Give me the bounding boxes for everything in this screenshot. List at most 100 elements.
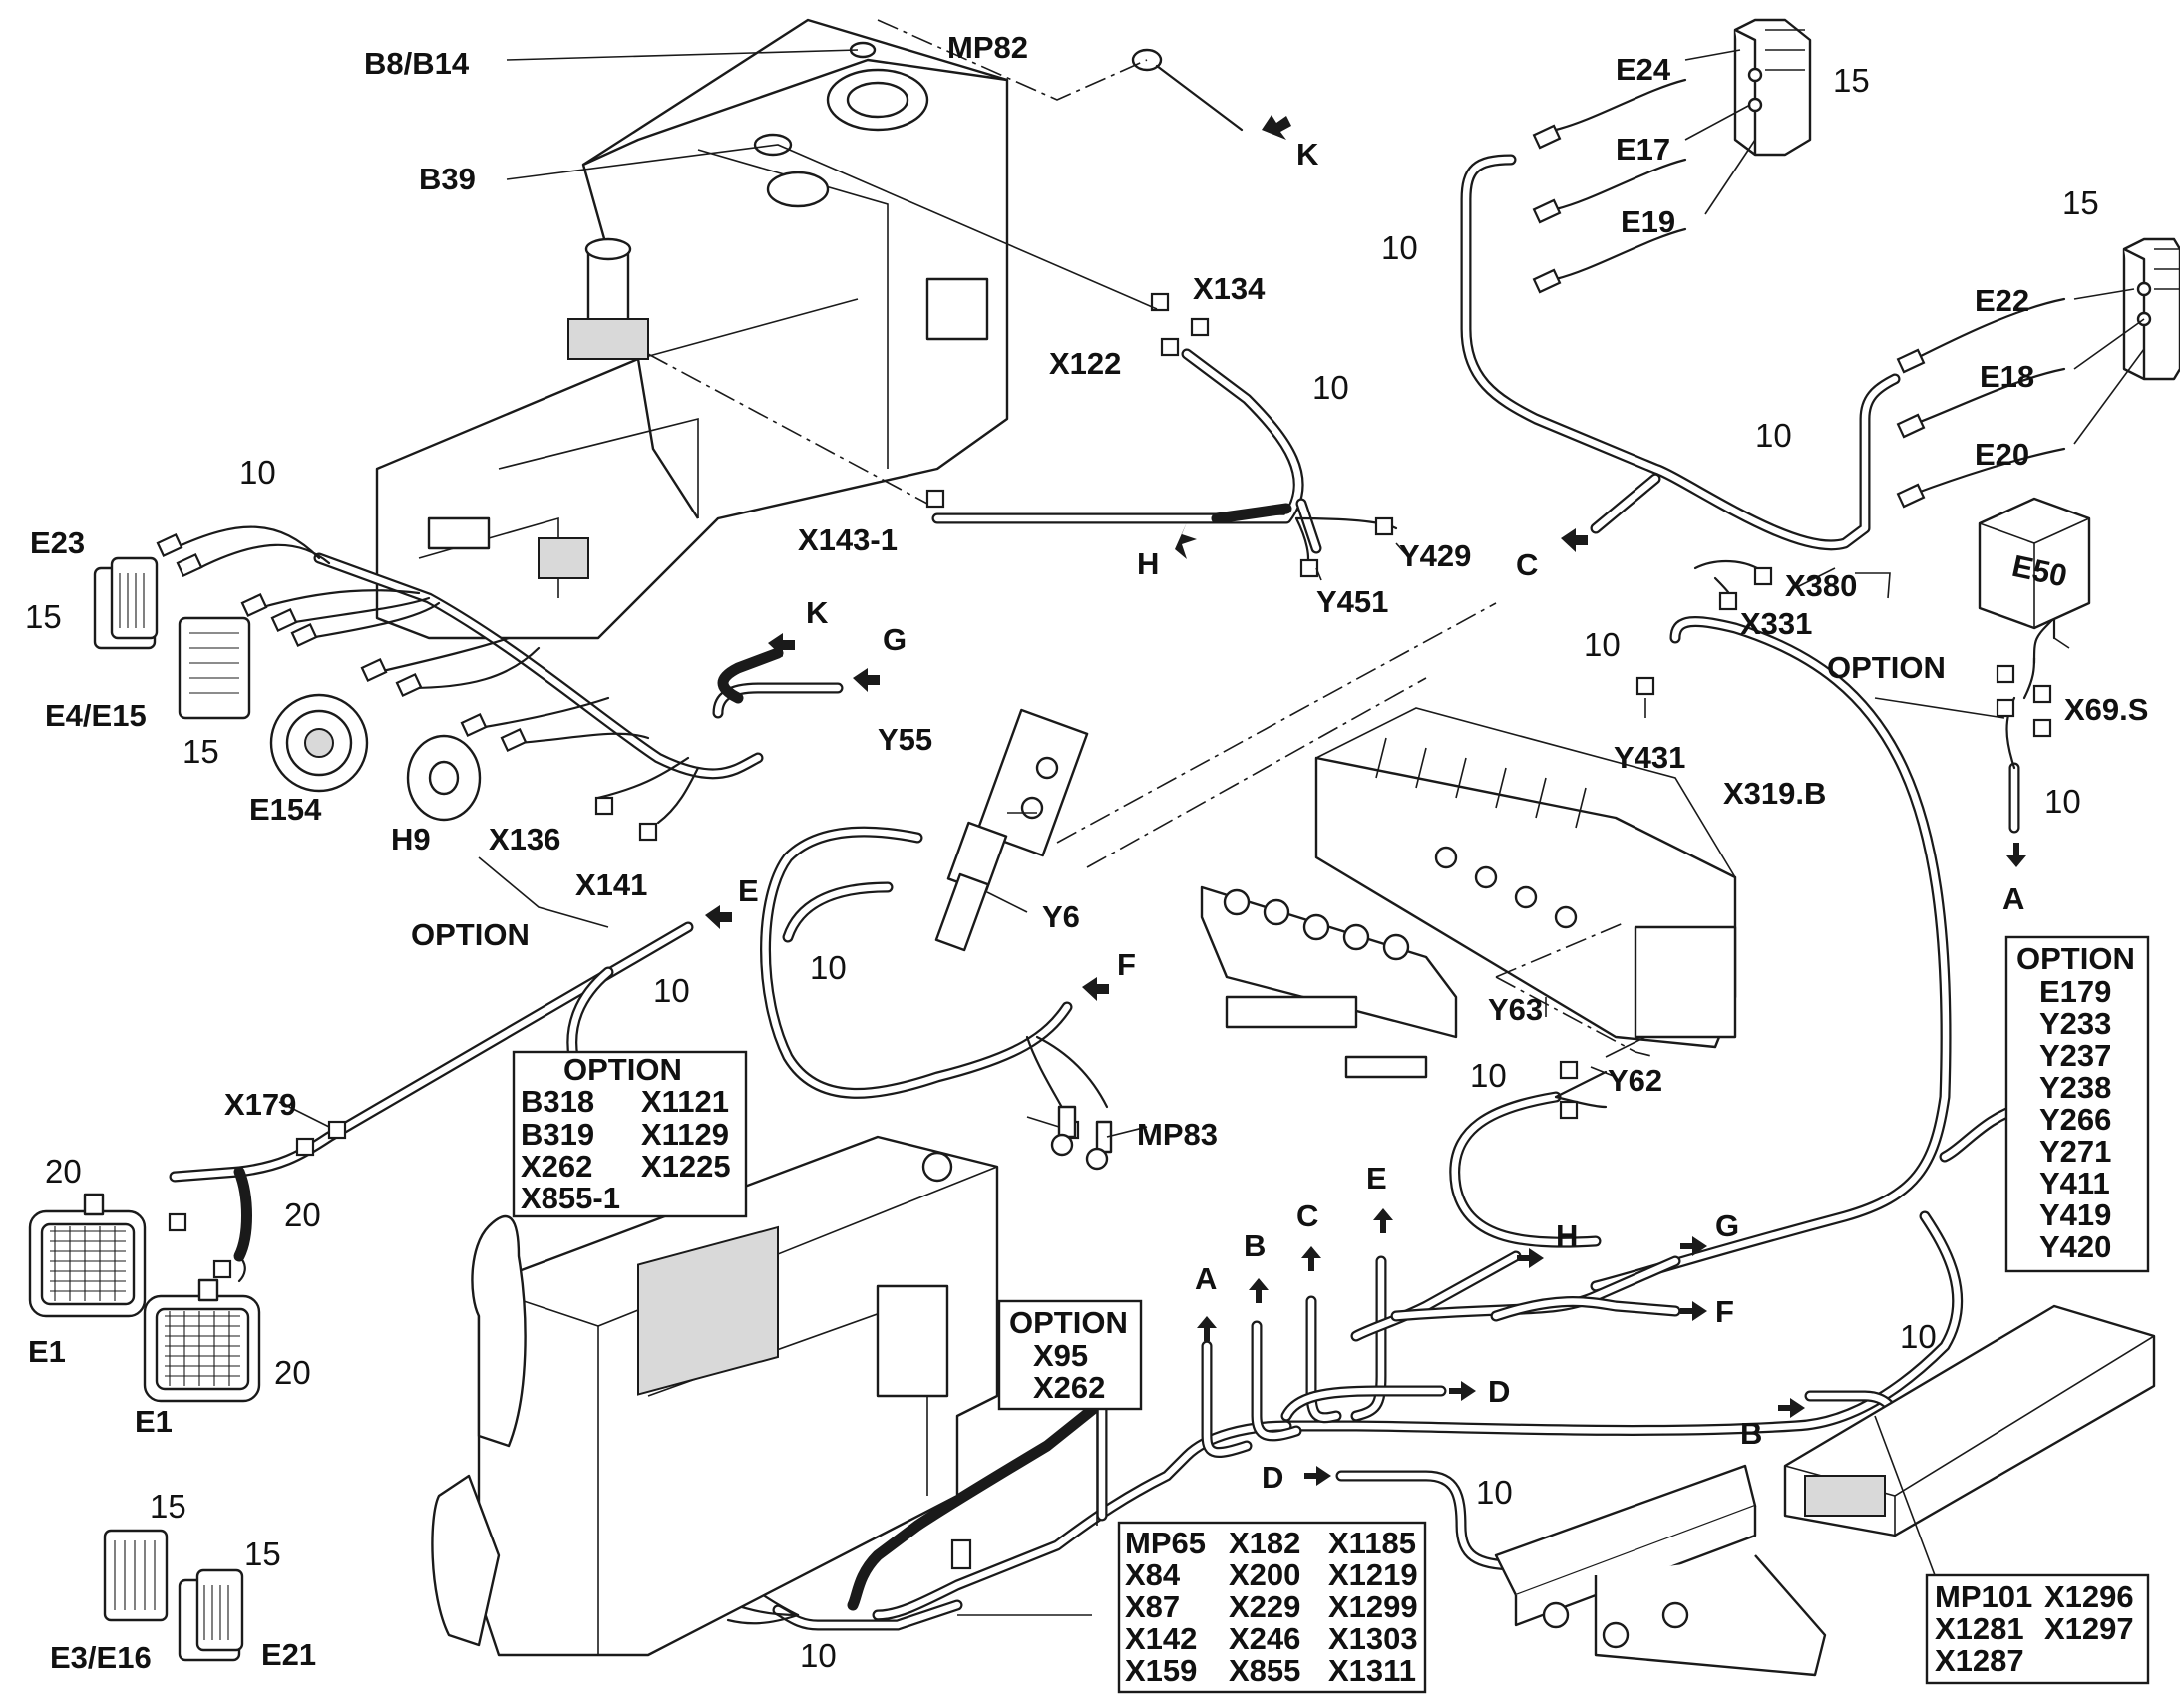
option-box-b318-cell: X1129 <box>641 1117 729 1152</box>
option-box-right-cell: Y233 <box>2039 1006 2111 1041</box>
label-e3-e16: E3/E16 <box>50 1640 152 1675</box>
mp101-box-cell: X1287 <box>1935 1643 2024 1678</box>
qty-10-d: 10 <box>2044 783 2081 820</box>
option-box-b318-cell: X1225 <box>641 1149 731 1184</box>
label-x179: X179 <box>224 1087 296 1122</box>
label-y63: Y63 <box>1488 992 1543 1027</box>
qty-15-b: 15 <box>2062 184 2099 221</box>
label-e154: E154 <box>249 792 322 827</box>
label-h-bottom: H <box>1556 1218 1578 1253</box>
work-light-e1-right <box>143 1278 261 1403</box>
label-e17: E17 <box>1616 132 1670 167</box>
label-f-mid: F <box>1117 947 1136 982</box>
label-g-left: G <box>883 622 907 657</box>
label-e22: E22 <box>1975 283 2029 318</box>
mp101-box-cell: X1297 <box>2044 1611 2134 1646</box>
option-box-b318-cell: X855-1 <box>521 1181 620 1215</box>
option-box-right-cell: Y237 <box>2039 1038 2111 1073</box>
qty-10-g: 10 <box>653 972 690 1009</box>
label-c-top: C <box>1516 547 1538 582</box>
label-x143-1: X143-1 <box>798 522 898 557</box>
option-box-right-cell: Y271 <box>2039 1134 2111 1169</box>
mp65-box-cell: X159 <box>1125 1653 1197 1688</box>
option-box-b318-cell: X1121 <box>641 1084 729 1119</box>
solenoid-valve-block <box>1494 1464 1827 1677</box>
label-x331: X331 <box>1740 606 1812 641</box>
mp65-box-cell: X142 <box>1125 1621 1197 1656</box>
mp65-box-cell: X229 <box>1229 1589 1300 1624</box>
qty-10-j: 10 <box>1476 1474 1513 1511</box>
qty-20-b: 20 <box>284 1196 321 1233</box>
label-b-ecu: B <box>1740 1416 1762 1451</box>
mp65-box-cell: X87 <box>1125 1589 1180 1624</box>
label-e4-e15: E4/E15 <box>45 698 147 733</box>
horn-e154 <box>269 693 369 793</box>
label-k-top: K <box>1296 137 1319 171</box>
lamp-e24-e17-e19 <box>1733 18 1812 157</box>
mp65-box-cell: X84 <box>1125 1557 1181 1592</box>
label-e20: E20 <box>1975 437 2029 472</box>
label-e-bottom: E <box>1366 1161 1387 1196</box>
qty-10-h: 10 <box>810 949 847 986</box>
lamp-e23 <box>93 556 159 650</box>
mp65-box-cell: X1219 <box>1328 1557 1418 1592</box>
mp65-box-cell: MP65 <box>1125 1526 1206 1560</box>
component-labels: B8/B14 MP82 B39 K E24 E17 E19 15 15 E22 … <box>25 30 2148 1675</box>
qty-10-i: 10 <box>1470 1057 1507 1094</box>
connector-box-mp101: MP101 X1296 X1281 X1297 X1287 <box>1925 1573 2150 1685</box>
leader-lines <box>278 49 2145 1616</box>
connectors <box>156 124 2052 1570</box>
label-y55: Y55 <box>878 722 932 757</box>
label-b-bottom: B <box>1244 1228 1266 1263</box>
qty-10-l: 10 <box>800 1637 837 1674</box>
label-x122: X122 <box>1049 346 1121 381</box>
qty-10-b: 10 <box>1755 417 1792 454</box>
label-y62: Y62 <box>1608 1063 1662 1098</box>
label-c-bottom: C <box>1296 1198 1318 1233</box>
ecu-box <box>1783 1304 2156 1537</box>
label-a-bottom: A <box>1195 1261 1217 1296</box>
label-x69-s: X69.S <box>2064 692 2148 727</box>
label-h9: H9 <box>391 822 431 856</box>
qty-20-a: 20 <box>45 1153 82 1190</box>
lamp-e4-e15 <box>178 616 251 720</box>
option-box-x95-cell: X95 <box>1033 1338 1088 1373</box>
label-x134: X134 <box>1193 271 1266 306</box>
qty-15-d: 15 <box>182 733 219 770</box>
mp82-sensor <box>1131 48 1244 132</box>
mp65-box-cell: X1185 <box>1328 1526 1416 1560</box>
label-k-left: K <box>806 595 829 630</box>
label-e24: E24 <box>1616 52 1671 87</box>
mp65-box-cell: X1299 <box>1328 1589 1418 1624</box>
buzzer-h9 <box>406 734 482 822</box>
option-box-right-cell: E179 <box>2039 974 2111 1009</box>
cab-structure-drawing <box>375 18 1009 640</box>
mp101-box-cell: MP101 <box>1935 1579 2032 1614</box>
label-g-bottom: G <box>1715 1208 1739 1243</box>
control-console <box>431 1135 999 1657</box>
direction-arrows <box>705 115 2026 1486</box>
mp65-box-cell: X1311 <box>1328 1653 1416 1688</box>
option-box-b318-cell: X262 <box>521 1149 592 1184</box>
qty-10-f: 10 <box>239 454 276 491</box>
qty-15-c: 15 <box>25 598 62 635</box>
option-box-b318-cell: B318 <box>521 1084 594 1119</box>
mp65-box-cell: X182 <box>1229 1526 1300 1560</box>
option-box-b318: OPTION B318 X1121 B319 X1129 X262 X1225 … <box>512 1050 748 1218</box>
control-valve-block <box>1200 707 1737 1079</box>
label-y6: Y6 <box>1042 899 1080 934</box>
option-box-x95-cell: X262 <box>1033 1370 1105 1405</box>
mp65-box-cell: X246 <box>1229 1621 1300 1656</box>
harness-cables <box>169 154 2030 1631</box>
mp65-box-cell: X855 <box>1229 1653 1300 1688</box>
qty-15-a: 15 <box>1833 62 1870 99</box>
qty-10-k: 10 <box>1900 1318 1937 1355</box>
label-y429: Y429 <box>1399 538 1471 573</box>
label-e19: E19 <box>1621 204 1675 239</box>
lamp-e22-e18-e20 <box>2122 237 2180 381</box>
option-box-right-cell: Y266 <box>2039 1102 2111 1137</box>
label-x136: X136 <box>489 822 560 856</box>
label-e18: E18 <box>1980 359 2034 394</box>
qty-15-f: 15 <box>244 1536 281 1572</box>
